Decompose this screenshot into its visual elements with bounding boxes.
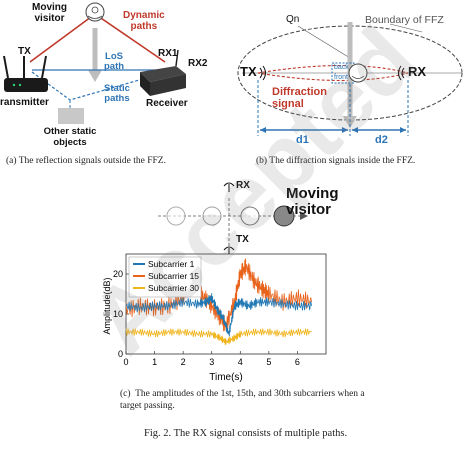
x-tick-label: 2 (181, 357, 186, 367)
series-line-1 (125, 293, 313, 337)
legend-label: Subcarrier 30 (148, 283, 199, 293)
label-front: front (334, 74, 349, 81)
static-object-box (58, 108, 84, 124)
boundary-leader (389, 23, 423, 33)
figure-b (237, 22, 463, 136)
label-tx-c: TX (236, 234, 249, 245)
caption-b: (b) The diffraction signals inside the F… (256, 156, 416, 166)
visitor-icon-b (348, 63, 368, 83)
label-qn: Qn (286, 14, 300, 25)
caption-c: (c) The amplitudes of the 1st, 15th, and… (120, 389, 365, 411)
x-axis-label: Time(s) (209, 372, 243, 383)
figure-caption: Fig. 2. The RX signal consists of multip… (144, 428, 348, 439)
label-moving-visitor-a: Moving visitor (32, 2, 67, 24)
visitor-icon-c1 (166, 206, 186, 226)
y-tick-label: 0 (118, 349, 123, 359)
label-rx-c: RX (236, 180, 250, 191)
legend-label: Subcarrier 1 (148, 259, 195, 269)
y-tick-label: 10 (113, 309, 123, 319)
rx-signal-icon (398, 65, 405, 81)
label-diffraction-signal: Diffraction signal (272, 86, 327, 110)
label-rx2: RX2 (188, 58, 208, 69)
router-icon (3, 55, 48, 92)
x-tick-label: 1 (152, 357, 157, 367)
receiver-box-icon (140, 49, 186, 96)
figure-a (3, 2, 186, 124)
tx-signal-icon (259, 65, 266, 81)
amplitude-chart: 0 1 2 3 4 5 6 0 10 20 Subcarrier 1 Subcarrier 15 Su… (102, 253, 327, 383)
label-moving-visitor-c: Moving visitor (286, 185, 339, 218)
x-tick-label: 0 (123, 357, 128, 367)
label-other-static: Other static objects (43, 126, 97, 148)
label-rx1: RX1 (158, 48, 178, 59)
label-d2: d2 (375, 134, 388, 146)
x-tick-label: 4 (238, 357, 243, 367)
label-back: back (334, 64, 349, 71)
label-transmitter: ransmitter (0, 97, 49, 108)
visitor-icon-c2 (202, 206, 222, 226)
gray-arrow-a-head (88, 70, 102, 82)
dynamic-path-tx (29, 13, 96, 63)
label-los-path: LoS path (104, 51, 125, 72)
rx-antenna-icon (223, 182, 235, 192)
diffraction-path (257, 64, 411, 82)
label-static-paths: Static paths (104, 83, 130, 104)
label-dynamic-paths: Dynamic paths (123, 10, 165, 32)
legend-label: Subcarrier 15 (148, 271, 199, 281)
label-receiver: Receiver (146, 98, 188, 109)
dynamic-path-rx (94, 13, 166, 63)
visitor-track-arrow (300, 212, 308, 220)
qn-leader (297, 25, 351, 59)
label-tx-a: TX (18, 46, 31, 57)
label-d1: d1 (296, 134, 309, 146)
y-axis-label: Amplitude(dB) (102, 277, 112, 334)
y-tick-label: 20 (113, 269, 123, 279)
label-boundary-ffz: Boundary of FFZ (365, 14, 444, 26)
visitor-icon-c3 (240, 206, 260, 226)
visitor-icon-c4 (273, 205, 295, 227)
figure-c-illustration (158, 182, 308, 256)
caption-a: (a) The reflection signals outside the F… (6, 156, 166, 166)
x-tick-label: 5 (266, 357, 271, 367)
label-rx-b: RX (408, 64, 427, 79)
visitor-icon-a (85, 2, 105, 22)
x-tick-label: 6 (295, 357, 300, 367)
label-tx-b: TX (240, 64, 257, 79)
series-line-3 (125, 328, 312, 346)
x-tick-label: 3 (209, 357, 214, 367)
